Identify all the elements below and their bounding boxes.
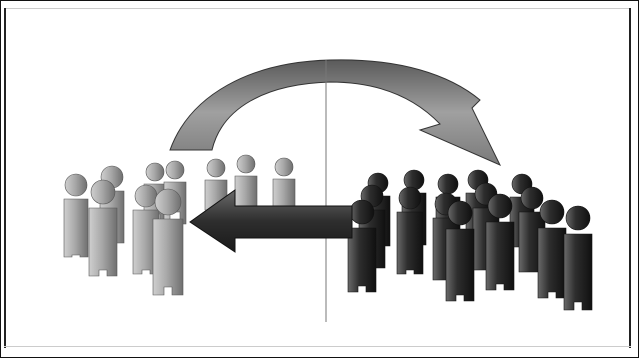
person-figure (153, 189, 183, 295)
person-figure (235, 155, 257, 210)
right-group (348, 170, 592, 310)
person-figure (64, 174, 88, 257)
person-figure (486, 194, 514, 290)
person-figure (446, 201, 474, 301)
person-figure (538, 200, 566, 298)
person-figure (273, 158, 295, 210)
curved-arrow (170, 60, 500, 165)
person-figure (397, 187, 423, 274)
person-figure (89, 180, 117, 276)
person-figure (564, 206, 592, 310)
